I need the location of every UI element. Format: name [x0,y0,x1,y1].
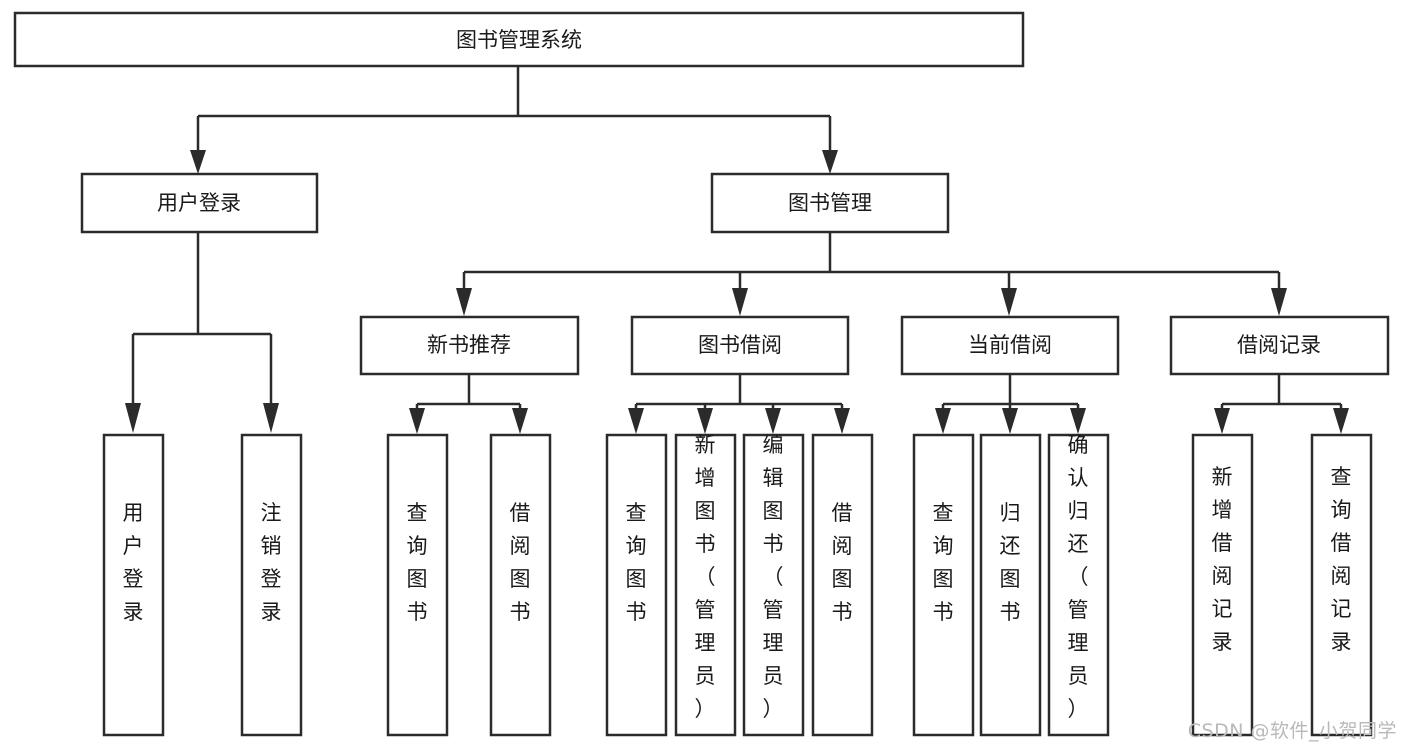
node-book-borrow[interactable]: 图书借阅 [630,315,850,376]
arrow-head-leaf-user-login [125,403,141,433]
leaf-node-cb-query-book[interactable]: 查询图书 [912,433,975,737]
arrow-head-rc-leaf-1 [1214,408,1230,434]
leaf-node-cb-confirm-return-label: 确认归还（管理员） [1068,433,1089,721]
leaf-node-rc-query-record-box[interactable] [1310,433,1373,737]
leaf-node-bl-query-book-box[interactable] [605,433,668,737]
arrow-head-bl-leaf-3 [765,408,781,434]
leaf-node-bl-edit-book[interactable]: 编辑图书（管理员） [742,433,805,737]
leaf-node-cb-return-book-box[interactable] [979,433,1042,737]
arrow-head-bl-leaf-2 [697,408,713,434]
leaf-node-nb-query-book[interactable]: 查询图书 [386,433,449,737]
node-new-book-recommend-label: 新书推荐 [427,333,511,357]
leaf-node-user-login[interactable]: 用户登录 [102,433,165,737]
leaf-node-bl-edit-book-label: 编辑图书（管理员） [763,433,784,721]
arrow-head-cb-leaf-2 [1002,408,1018,434]
leaf-node-bl-edit-book-box[interactable] [742,433,805,737]
node-borrow-record-box[interactable] [1169,315,1390,376]
arrow-head-nb-leaf-1 [409,408,425,434]
leaf-node-cb-confirm-return-box[interactable] [1047,433,1110,737]
leaf-node-rc-query-record-label: 查询借阅记录 [1331,465,1352,654]
node-book-borrow-box[interactable] [630,315,850,376]
leaf-node-bl-query-book-label: 查询图书 [626,501,647,624]
leaf-node-bl-query-book[interactable]: 查询图书 [605,433,668,737]
node-borrow-record-label: 借阅记录 [1237,333,1321,357]
leaf-node-bl-add-book-box[interactable] [674,433,737,737]
leaf-node-cb-query-book-box[interactable] [912,433,975,737]
leaf-node-cb-confirm-return[interactable]: 确认归还（管理员） [1047,433,1110,737]
leaf-node-nb-borrow-book-box[interactable] [489,433,552,737]
leaf-node-user-login-label: 用户登录 [123,501,144,624]
leaf-node-bl-borrow-book-box[interactable] [811,433,874,737]
node-book-borrow-label: 图书借阅 [698,333,782,357]
node-user-login-box[interactable] [80,172,319,234]
arrow-head-current-borrow [1001,288,1017,316]
leaf-node-rc-add-record-label: 新增借阅记录 [1212,465,1233,654]
node-book-management-box[interactable] [710,172,950,234]
arrow-head-rc-leaf-2 [1333,408,1349,434]
leaf-node-bl-borrow-book[interactable]: 借阅图书 [811,433,874,737]
arrow-head-nb-leaf-2 [512,408,528,434]
arrow-head-borrow-record [1271,288,1287,316]
leaf-node-nb-borrow-book[interactable]: 借阅图书 [489,433,552,737]
leaf-node-cb-return-book-label: 归还图书 [1000,501,1021,624]
node-root-label: 图书管理系统 [456,28,582,52]
leaf-node-logout-label: 注销登录 [261,501,282,624]
node-root-box[interactable] [13,11,1025,68]
leaf-node-rc-add-record[interactable]: 新增借阅记录 [1191,433,1254,737]
leaf-node-nb-borrow-book-label: 借阅图书 [510,501,531,624]
leaf-node-user-login-box[interactable] [102,433,165,737]
leaf-node-cb-query-book-label: 查询图书 [933,501,954,624]
node-borrow-record[interactable]: 借阅记录 [1169,315,1390,376]
leaf-node-cb-return-book[interactable]: 归还图书 [979,433,1042,737]
leaf-node-nb-query-book-box[interactable] [386,433,449,737]
leaf-node-bl-add-book-label: 新增图书（管理员） [695,433,716,721]
arrow-head-bl-leaf-1 [628,408,644,434]
node-root[interactable]: 图书管理系统 [13,11,1025,68]
node-current-borrow[interactable]: 当前借阅 [900,315,1120,376]
node-current-borrow-box[interactable] [900,315,1120,376]
node-user-login-label: 用户登录 [157,191,241,215]
arrow-head-cb-leaf-3 [1070,408,1086,434]
arrow-head-cb-leaf-1 [935,408,951,434]
leaf-node-bl-borrow-book-label: 借阅图书 [832,501,853,624]
node-book-management[interactable]: 图书管理 [710,172,950,234]
leaf-node-rc-query-record[interactable]: 查询借阅记录 [1310,433,1373,737]
arrow-head-new-book [456,288,472,316]
leaf-node-nb-query-book-label: 查询图书 [407,501,428,624]
arrow-head-leaf-logout [263,403,279,433]
node-new-book-recommend[interactable]: 新书推荐 [359,315,580,376]
node-user-login[interactable]: 用户登录 [80,172,319,234]
arrow-head-bl-leaf-4 [834,408,850,434]
leaf-node-bl-add-book[interactable]: 新增图书（管理员） [674,433,737,737]
node-book-management-label: 图书管理 [788,191,872,215]
leaf-node-rc-add-record-box[interactable] [1191,433,1254,737]
node-current-borrow-label: 当前借阅 [968,333,1052,357]
leaf-node-logout[interactable]: 注销登录 [240,433,303,737]
arrow-head-book-borrow [732,288,748,316]
arrow-head-book-mgmt [822,150,838,174]
csdn-watermark: CSDN @软件_小贺同学 [1187,720,1397,742]
node-new-book-recommend-box[interactable] [359,315,580,376]
connector-group [125,66,1349,434]
arrow-head-user-login [190,150,206,174]
leaf-node-logout-box[interactable] [240,433,303,737]
